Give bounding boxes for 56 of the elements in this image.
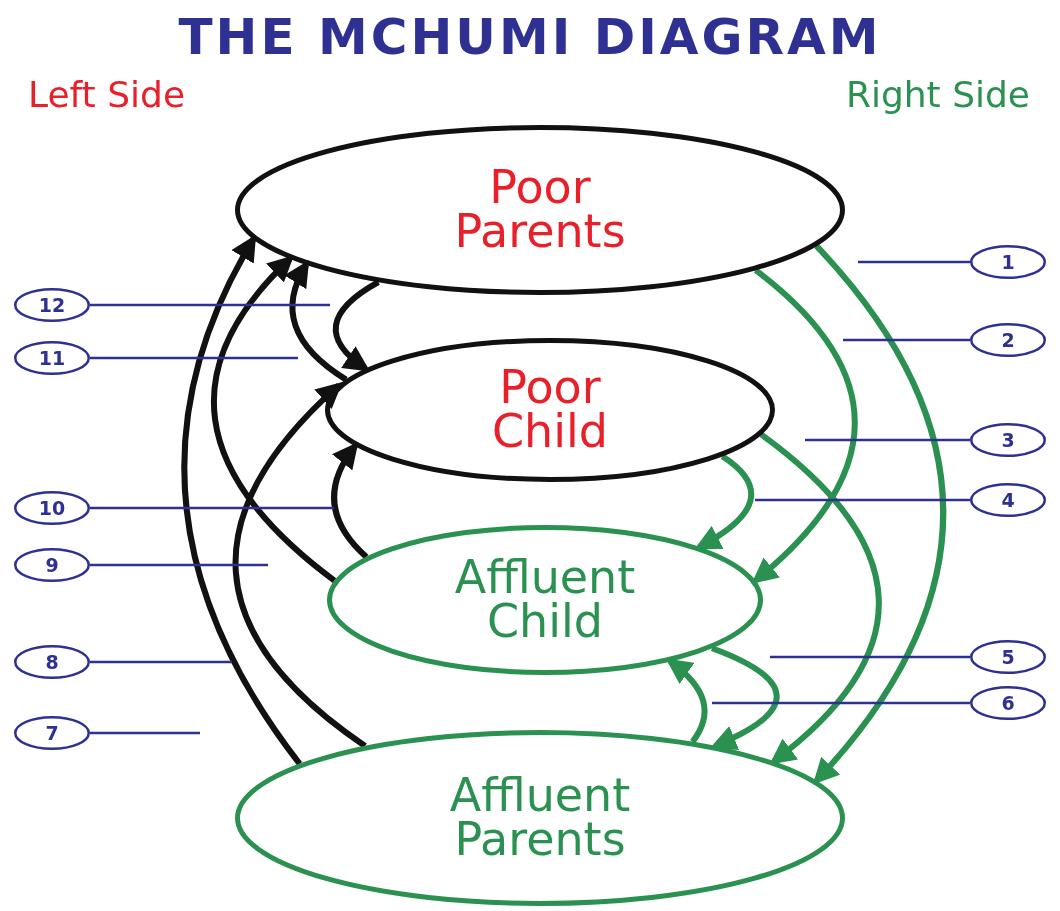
ellipse-node — [235, 730, 845, 906]
callout-circle — [14, 645, 90, 679]
leader-line — [90, 506, 334, 510]
leader-line — [90, 660, 232, 664]
curved-arrow — [759, 432, 882, 765]
node-label: Affluent Child — [454, 556, 636, 644]
node-label: Poor Child — [492, 366, 608, 454]
node-label: Poor Parents — [454, 166, 626, 254]
side-heading: Right Side — [845, 74, 1030, 115]
leader-line — [90, 563, 268, 567]
callout-circle — [970, 483, 1046, 517]
callout-number: 3 — [1001, 430, 1015, 450]
curved-arrow — [211, 255, 337, 583]
callout-number: 9 — [45, 555, 59, 575]
ellipse-node — [327, 525, 763, 675]
leader-line — [712, 701, 970, 705]
ellipse-node — [325, 338, 775, 482]
callout-circle — [970, 686, 1046, 720]
curved-arrow — [665, 658, 708, 744]
curved-arrow — [694, 453, 755, 550]
callout-circle — [970, 423, 1046, 457]
callout-number: 5 — [1001, 647, 1015, 667]
callout-number: 10 — [38, 498, 66, 518]
side-heading: Left Side — [28, 74, 186, 115]
ellipse-node — [235, 125, 845, 295]
callout-circle — [14, 716, 90, 750]
curved-arrow — [332, 279, 380, 372]
leader-line — [90, 303, 330, 307]
callout-number: 7 — [45, 723, 59, 743]
callout-circle — [970, 640, 1046, 674]
callout-circle — [970, 245, 1046, 279]
callout-number: 2 — [1001, 330, 1015, 350]
callout-circle — [970, 323, 1046, 357]
callout-number: 4 — [1001, 490, 1015, 510]
leader-line — [805, 438, 970, 442]
curved-arrow — [232, 381, 367, 749]
callout-number: 11 — [38, 348, 66, 368]
callout-circle — [14, 491, 90, 525]
leader-line — [770, 655, 970, 659]
node-label: Affluent Parents — [449, 774, 631, 862]
callout-number: 12 — [38, 295, 66, 315]
leader-line — [755, 498, 970, 502]
curved-arrow — [751, 267, 858, 584]
leader-line — [90, 356, 298, 360]
callout-circle — [14, 548, 90, 582]
leader-line — [858, 260, 970, 264]
leader-line — [843, 338, 970, 342]
callout-number: 8 — [45, 652, 59, 672]
callout-number: 6 — [1001, 693, 1015, 713]
curved-arrow — [710, 645, 780, 750]
callout-circle — [14, 341, 90, 375]
curved-arrow — [813, 243, 946, 785]
callout-circle — [14, 288, 90, 322]
leader-line — [90, 731, 200, 735]
title: THE MCHUMI DIAGRAM — [177, 8, 883, 66]
callout-number: 1 — [1001, 252, 1015, 272]
